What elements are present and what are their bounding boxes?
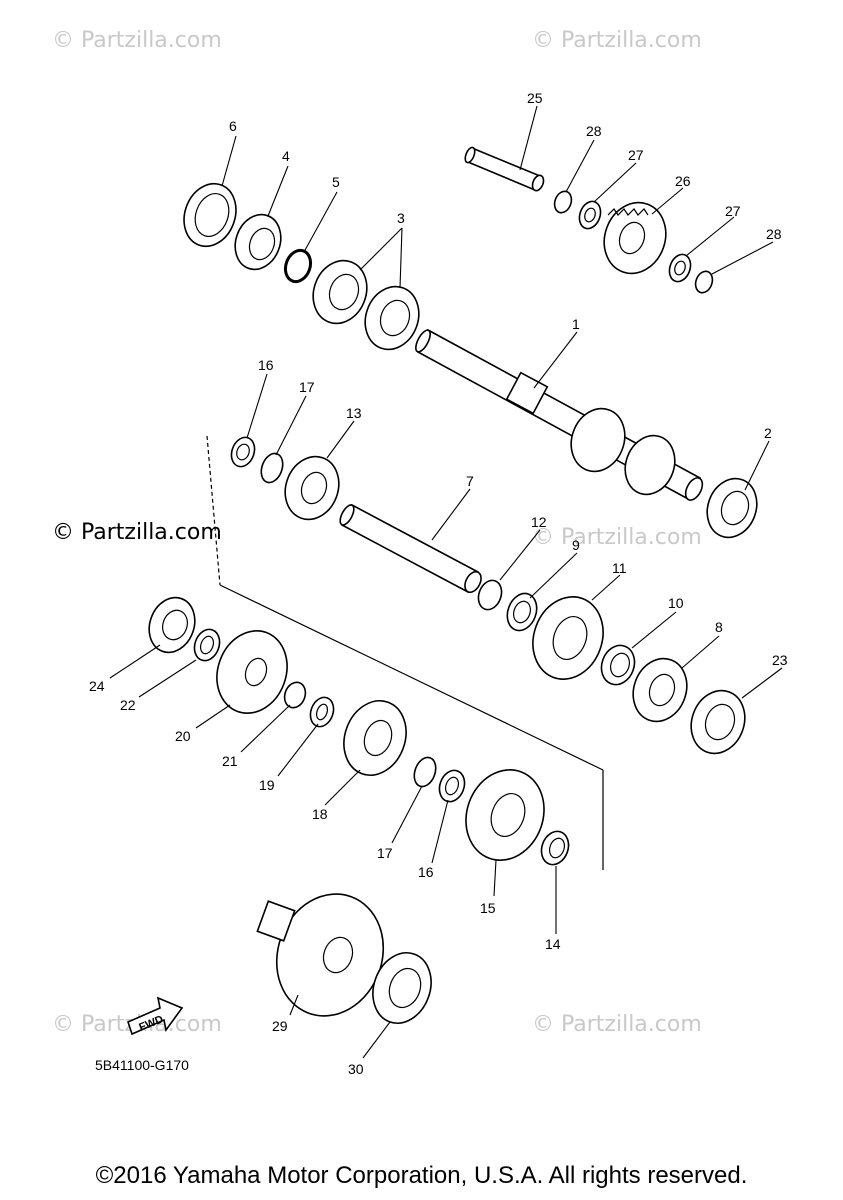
watermark-top-left: © Partzilla.com <box>52 28 222 53</box>
callout-28-upper: 28 <box>586 123 602 139</box>
part-11-gear <box>532 596 604 680</box>
leader-lines <box>109 105 783 1059</box>
part-18-dog-gear <box>343 700 407 776</box>
callout-30: 30 <box>348 1061 364 1077</box>
part-28-circlip-upper <box>553 190 573 214</box>
part-26-gear <box>603 201 667 275</box>
part-25-shaft <box>464 146 545 192</box>
watermark-mid-right: © Partzilla.com <box>532 525 702 550</box>
callout-11: 11 <box>612 560 627 576</box>
part-16-washer-upper <box>230 436 256 468</box>
callout-2: 2 <box>764 425 772 441</box>
callout-15: 15 <box>480 900 496 916</box>
part-12-circlip <box>477 579 503 611</box>
part-13-gear <box>284 455 340 521</box>
part-4-bearing <box>234 213 282 271</box>
callout-16-upper: 16 <box>258 357 274 373</box>
part-6-oil-seal <box>183 182 237 248</box>
part-15-gear <box>465 769 545 861</box>
part-2-bearing <box>706 477 758 539</box>
part-20-gear <box>216 630 288 714</box>
callout-3: 3 <box>397 210 405 226</box>
part-30-bearing <box>372 952 432 1024</box>
part-1-main-axle <box>415 328 704 502</box>
part-5-o-ring <box>283 248 313 284</box>
part-14-bushing <box>540 830 570 866</box>
callout-20: 20 <box>175 728 191 744</box>
part-7-drive-axle <box>339 503 482 594</box>
callout-21: 21 <box>222 753 238 769</box>
part-29-output-gear <box>256 893 385 1017</box>
part-28-circlip-lower <box>694 270 714 294</box>
part-24-bearing <box>148 596 196 654</box>
part-17-circlip-upper <box>260 452 284 484</box>
fwd-arrow-icon: FWD <box>127 996 184 1036</box>
part-27-washer-lower <box>668 253 692 283</box>
callout-18: 18 <box>312 806 328 822</box>
part-10-needle-bearing <box>600 644 636 686</box>
callout-6: 6 <box>229 118 237 134</box>
diagram-code: 5B41100-G170 <box>95 1057 189 1073</box>
callout-1: 1 <box>572 316 580 332</box>
callout-7: 7 <box>466 473 474 489</box>
callout-12: 12 <box>531 514 547 530</box>
callout-28-lower: 28 <box>766 226 782 242</box>
callout-29: 29 <box>272 1018 288 1034</box>
part-16-washer-lower <box>438 769 466 803</box>
part-23-bearing <box>690 689 746 755</box>
callout-27-upper: 27 <box>628 147 644 163</box>
callout-8: 8 <box>715 619 723 635</box>
part-9-washer <box>506 592 538 632</box>
watermark-top-right: © Partzilla.com <box>532 28 702 53</box>
callout-25: 25 <box>527 90 543 106</box>
copyright-notice: ©2016 Yamaha Motor Corporation, U.S.A. A… <box>95 1162 748 1189</box>
callout-4: 4 <box>282 148 290 164</box>
callout-23: 23 <box>772 652 788 668</box>
callout-14: 14 <box>545 936 561 952</box>
callout-19: 19 <box>259 777 275 793</box>
assembly-bracket <box>206 435 604 870</box>
part-8-gear <box>632 657 688 723</box>
watermark-bottom-right: © Partzilla.com <box>532 1012 702 1037</box>
callout-26: 26 <box>675 173 691 189</box>
watermark-main: © Partzilla.com <box>52 520 222 545</box>
callout-13: 13 <box>346 405 362 421</box>
part-3-bearings <box>312 259 420 351</box>
part-27-washer-upper <box>578 200 602 230</box>
callout-24: 24 <box>89 678 105 694</box>
part-17-circlip-lower <box>413 756 437 788</box>
part-22-washer <box>193 628 221 662</box>
part-19-washer <box>309 696 335 728</box>
callout-27-lower: 27 <box>725 203 741 219</box>
callout-17-lower: 17 <box>377 845 393 861</box>
callout-22: 22 <box>120 697 136 713</box>
callout-5: 5 <box>332 174 340 190</box>
callout-labels: 6 4 5 3 25 28 27 26 27 28 1 2 16 17 13 7… <box>89 90 788 1077</box>
callout-9: 9 <box>572 537 580 553</box>
callout-17-upper: 17 <box>299 379 315 395</box>
callout-16-lower: 16 <box>418 864 434 880</box>
callout-10: 10 <box>668 595 684 611</box>
part-21-collar <box>283 681 307 709</box>
